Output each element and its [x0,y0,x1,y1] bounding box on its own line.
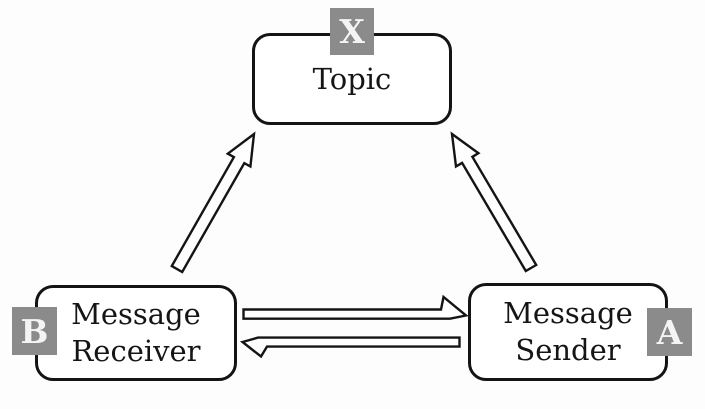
node-topic-label: Topic [312,61,392,96]
arrow-receiver-to-topic [170,131,256,274]
arrow-sender-to-receiver [239,336,461,359]
badge-sender-a: A [647,308,692,356]
arrow-sender-to-topic [450,131,538,273]
node-message-receiver-label-line1: Message [71,297,201,331]
node-message-receiver-label-line2: Receiver [71,334,201,368]
node-message-sender-label-line1: Message [503,296,633,330]
node-message-sender-label-line2: Sender [515,333,621,367]
badge-topic-x: X [330,8,374,55]
node-message-receiver: Message Receiver [35,285,237,381]
node-message-sender: Message Sender [468,283,668,381]
arrow-receiver-to-sender [242,294,469,320]
badge-receiver-b: B [12,307,57,355]
